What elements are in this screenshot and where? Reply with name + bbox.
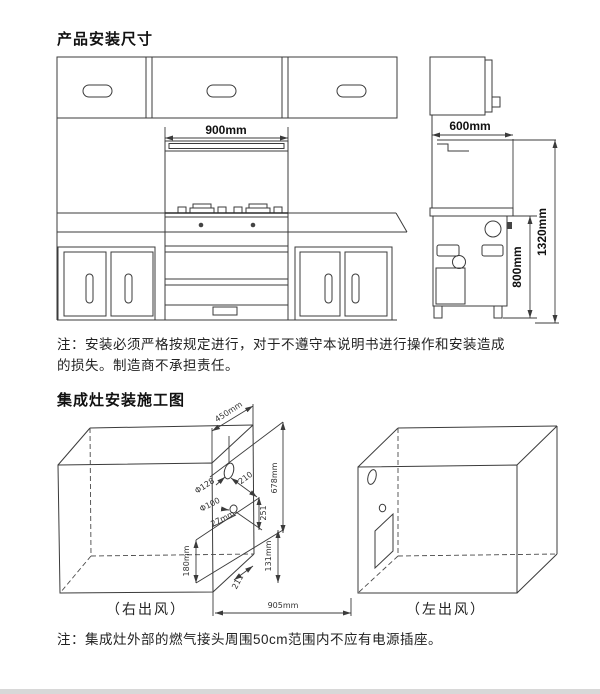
base-cabinet-right xyxy=(294,246,393,321)
air-outlet-holes-left xyxy=(367,469,394,570)
dim-210: 210 xyxy=(237,470,255,486)
door-handle xyxy=(351,273,360,304)
side-hood xyxy=(431,115,556,208)
width-dimension-900: 900mm xyxy=(164,123,289,141)
gas-inlet xyxy=(452,255,466,269)
side-body xyxy=(432,215,512,319)
control-knob xyxy=(250,222,256,228)
side-depth-label: 600mm xyxy=(449,119,490,133)
body-height-dimension-800: 800mm xyxy=(503,215,537,319)
right-outlet-label: （右出风） xyxy=(106,601,186,617)
front-view: 900mm xyxy=(56,56,408,321)
page-bottom-edge xyxy=(0,689,600,694)
side-opening xyxy=(374,512,394,570)
flue-hole xyxy=(223,462,235,480)
cabinet-handle xyxy=(336,84,367,98)
depth-dimension-600: 600mm xyxy=(432,119,514,208)
dim-905: 905mm xyxy=(268,601,299,610)
dim-180: 180mm xyxy=(182,545,191,576)
dim-131: 131mm xyxy=(264,540,273,571)
leg xyxy=(493,305,503,319)
dim-211: 211 xyxy=(230,573,245,591)
note-line-1: 注：安装必须严格按规定进行，对于不遵守本说明书进行操作和安装造成 xyxy=(57,337,505,352)
section-title-product-install-dimensions: 产品安装尺寸 xyxy=(57,31,154,48)
installation-note: 注：安装必须严格按规定进行，对于不遵守本说明书进行操作和安装造成 的损失。制造商… xyxy=(57,334,557,376)
left-outlet-label: （左出风） xyxy=(406,601,486,617)
gas-hole xyxy=(229,504,238,514)
burner-left xyxy=(177,203,227,214)
side-slot xyxy=(481,244,504,257)
total-height-label: 1320mm xyxy=(535,208,549,256)
dim-hole-100: Φ100 xyxy=(198,496,221,514)
bottom-vent xyxy=(212,306,238,316)
dim-251: 251 xyxy=(259,505,268,520)
burner-right xyxy=(233,203,283,214)
leg xyxy=(433,305,443,319)
front-width-label: 900mm xyxy=(205,123,246,137)
cabinet-handle xyxy=(491,96,501,108)
body-height-label: 800mm xyxy=(510,246,524,287)
door-handle xyxy=(124,273,133,304)
side-counter xyxy=(429,207,514,217)
gas-hole xyxy=(378,503,387,513)
cabinet-handle xyxy=(206,84,237,98)
door-handle xyxy=(324,273,333,304)
install-diagram-right-outlet: 450mm 678mm 210 Φ128 Φ100 27mm 251 xyxy=(57,400,352,617)
cabinet-box-wireframe xyxy=(357,425,558,594)
install-diagram-left-outlet: （左出风） xyxy=(357,425,558,617)
dim-678: 678mm xyxy=(270,462,279,493)
countertop-right xyxy=(288,212,408,233)
control-knob xyxy=(198,222,204,228)
dimension-lines: 450mm 678mm 210 Φ128 Φ100 27mm 251 xyxy=(182,400,352,616)
note-line-2: 的损失。制造商不承担责任。 xyxy=(57,358,239,373)
side-view: 600mm xyxy=(429,56,559,324)
dim-27: 27mm xyxy=(209,509,236,529)
air-outlet-holes-right xyxy=(223,462,238,514)
gas-socket-note: 注：集成灶外部的燃气接头周围50cm范围内不应有电源插座。 xyxy=(57,632,443,647)
side-connector xyxy=(507,222,512,229)
side-upper-cabinet xyxy=(429,56,501,116)
stove-front: 900mm xyxy=(164,123,289,320)
fan-outlet xyxy=(484,220,502,238)
base-cabinet-left xyxy=(57,246,156,321)
upper-cabinets xyxy=(56,56,398,119)
countertop-left xyxy=(57,212,165,233)
flue-hole xyxy=(367,469,377,485)
side-opening xyxy=(435,267,466,305)
section-title-install-construction: 集成灶安装施工图 xyxy=(57,392,186,409)
side-slot xyxy=(436,244,460,257)
door-handle xyxy=(85,273,94,304)
cabinet-handle xyxy=(82,84,113,98)
total-height-dimension-1320: 1320mm xyxy=(535,140,559,324)
